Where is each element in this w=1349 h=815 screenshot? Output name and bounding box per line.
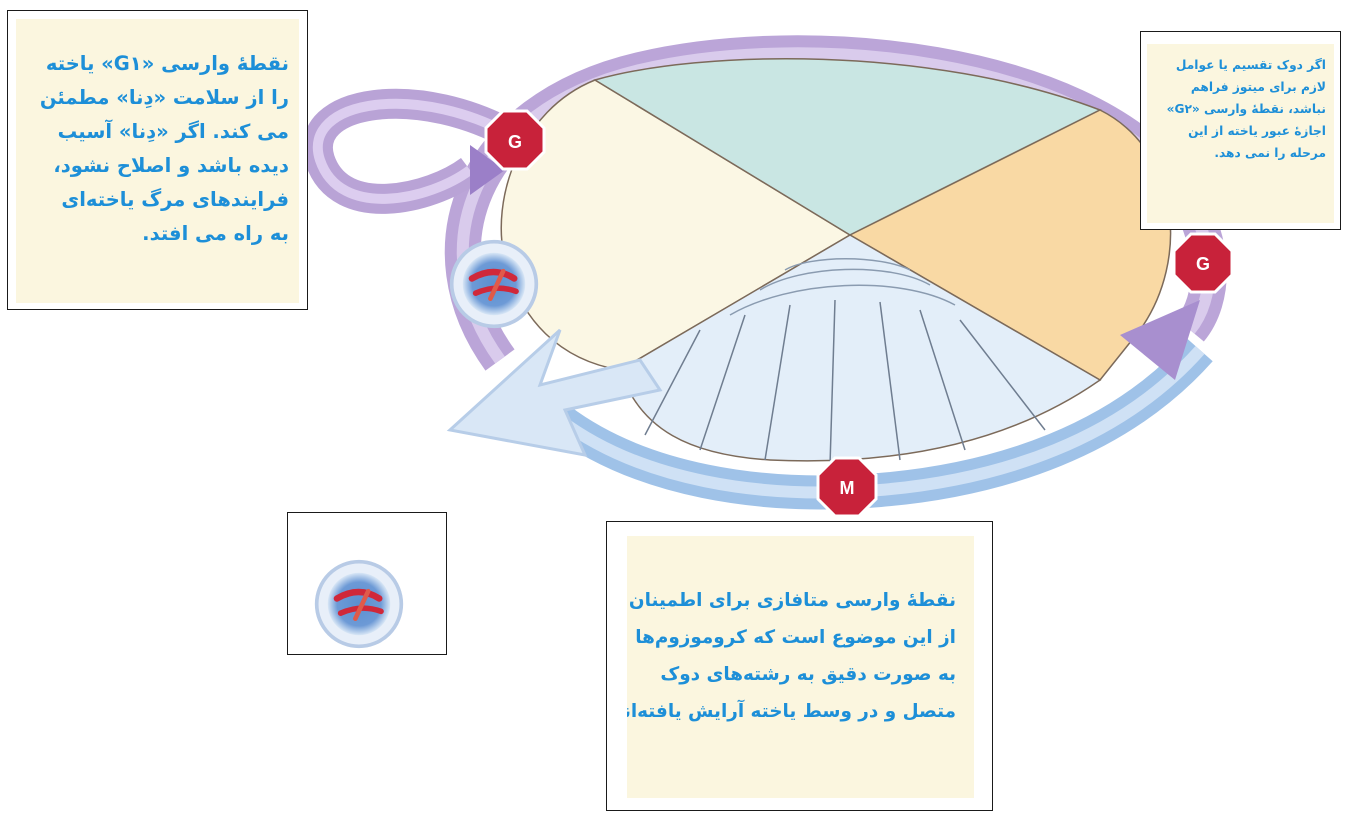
g0-exit-icon bbox=[317, 562, 402, 647]
callout-g2-line: لازم برای میتوز فراهم bbox=[1190, 80, 1326, 94]
callout-m-text: نقطهٔ وارسی متافازی برای اطمینان از این … bbox=[627, 582, 956, 730]
callout-g2-line: اگر دوک تقسیم یا عوامل bbox=[1175, 58, 1326, 72]
callout-g1-line: فرایندهای مرگ یاخته‌ای bbox=[61, 188, 289, 211]
sector-s bbox=[593, 57, 1102, 236]
stop-sign-icon bbox=[1172, 232, 1234, 294]
callout-m-line: نقطهٔ وارسی متافازی برای اطمینان bbox=[628, 590, 956, 611]
callout-m-line: از این موضوع است که کروموزوم‌ها bbox=[635, 627, 956, 648]
stop-sign-icon bbox=[816, 456, 878, 518]
g0-icon-box bbox=[287, 512, 447, 655]
g0-exit-icon bbox=[452, 242, 537, 327]
callout-g1-line: را از سلامت «دِنا» مطمئن bbox=[39, 86, 289, 109]
sector-m bbox=[619, 234, 1102, 462]
checkpoint-g1-label: G bbox=[508, 132, 522, 152]
stop-sign-icon bbox=[484, 109, 546, 171]
g0-icon-box-svg bbox=[288, 513, 446, 654]
cycle-sectors bbox=[500, 57, 1172, 466]
blue-ring-arc-inner bbox=[556, 346, 1205, 499]
callout-m-checkpoint: نقطهٔ وارسی متافازی برای اطمینان از این … bbox=[606, 521, 993, 811]
callout-g2-line: مرحله را نمی دهد. bbox=[1214, 146, 1326, 160]
checkpoint-m-label: M bbox=[840, 478, 855, 498]
callout-g1-line: به راه می افتد. bbox=[142, 222, 289, 245]
callout-g2-panel: اگر دوک تقسیم یا عوامل لازم برای میتوز ف… bbox=[1147, 44, 1334, 223]
checkpoint-g1: G bbox=[484, 109, 546, 171]
checkpoint-g2-label: G bbox=[1196, 254, 1210, 274]
callout-g1-line: نقطهٔ وارسی «G۱» یاخته bbox=[45, 52, 289, 75]
callout-g1-text: نقطهٔ وارسی «G۱» یاخته را از سلامت «دِنا… bbox=[22, 47, 289, 251]
callout-g2-checkpoint: اگر دوک تقسیم یا عوامل لازم برای میتوز ف… bbox=[1140, 31, 1341, 230]
g0-loop-arrow bbox=[302, 88, 528, 214]
checkpoint-m: M bbox=[816, 456, 878, 518]
exit-arrow bbox=[446, 328, 663, 457]
callout-m-line: متصل و در وسط یاخته آرایش یافته‌اند. bbox=[627, 701, 956, 722]
g2-arrowhead bbox=[1120, 300, 1200, 380]
callout-m-panel: نقطهٔ وارسی متافازی برای اطمینان از این … bbox=[627, 536, 974, 798]
checkpoint-g2: G bbox=[1172, 232, 1234, 294]
callout-g2-text: اگر دوک تقسیم یا عوامل لازم برای میتوز ف… bbox=[1151, 54, 1326, 164]
callout-m-line: به صورت دقیق به رشته‌های دوک bbox=[660, 664, 956, 685]
callout-g2-line: نباشد، نقطهٔ وارسی «G۲» bbox=[1166, 102, 1326, 116]
callout-g1-line: می کند. اگر «دِنا» آسیب bbox=[57, 120, 289, 143]
callout-g2-line: اجازهٔ عبور یاخته از این bbox=[1188, 124, 1326, 138]
callout-g1-checkpoint: نقطهٔ وارسی «G۱» یاخته را از سلامت «دِنا… bbox=[7, 10, 308, 310]
callout-g1-panel: نقطهٔ وارسی «G۱» یاخته را از سلامت «دِنا… bbox=[16, 19, 299, 303]
callout-g1-line: دیده باشد و اصلاح نشود، bbox=[53, 154, 289, 177]
